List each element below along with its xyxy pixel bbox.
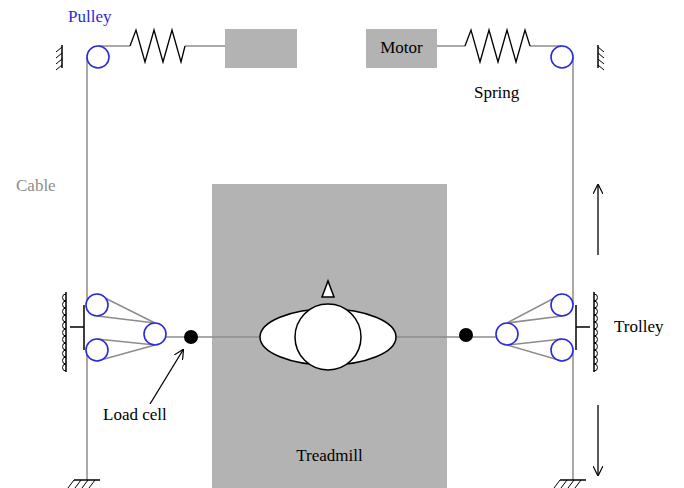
hatch-stroke (56, 65, 62, 70)
rail-hatch (63, 301, 67, 308)
rail-hatch (63, 343, 67, 350)
rail-hatch (63, 364, 67, 371)
part-label: Pulley (68, 8, 111, 27)
rail-hatch (594, 322, 598, 329)
motion-arrow (597, 405, 598, 475)
part-label: Load cell (103, 406, 167, 425)
load-cell-symbol (184, 330, 198, 344)
rail-hatch (594, 301, 598, 308)
hatch-stroke (598, 59, 604, 64)
rail-hatch (63, 294, 67, 301)
ground-hatch (56, 47, 604, 488)
hatch-stroke (598, 53, 604, 58)
hatch-stroke (56, 53, 62, 58)
node-text: Treadmill (296, 447, 362, 466)
rail-hatch (63, 322, 67, 329)
hatch-stroke (82, 480, 88, 488)
trolley-frame (62, 45, 598, 480)
part-label: Cable (16, 177, 56, 196)
hatch-stroke (56, 47, 62, 52)
motion-arrow (597, 185, 598, 255)
hatch-stroke (598, 65, 604, 70)
rail-hatch (594, 294, 598, 301)
rail-hatch (63, 336, 67, 343)
treadmill-area: Treadmill (212, 184, 447, 488)
hatch-stroke (68, 480, 74, 488)
rail-hatch (594, 357, 598, 364)
hatch-stroke (56, 59, 62, 64)
rail-hatch (594, 308, 598, 315)
rail-hatch (594, 350, 598, 357)
rail-hatch (594, 329, 598, 336)
part-label: Spring (474, 84, 519, 103)
cable (87, 46, 573, 480)
rail-hatch (63, 350, 67, 357)
rail-hatch (63, 329, 67, 336)
rail-hatch (594, 336, 598, 343)
rail-hatch (63, 315, 67, 322)
part-label: Trolley (614, 318, 663, 337)
walker-figure (260, 281, 396, 370)
rail-hatch (63, 308, 67, 315)
hatch-stroke (89, 480, 95, 488)
leader-line (150, 350, 183, 404)
hatch-stroke (598, 47, 604, 52)
spring-symbol (130, 30, 185, 62)
hatch-stroke (75, 480, 81, 488)
hatch-stroke (561, 480, 567, 488)
rail-hatch (594, 315, 598, 322)
treadmill-belt (212, 184, 447, 488)
hatch-stroke (554, 480, 560, 488)
motor-box: Motor (366, 29, 437, 68)
rail-hatch (594, 364, 598, 371)
rail-hatch (63, 357, 67, 364)
hatch-stroke (575, 480, 581, 488)
node-text: Motor (380, 39, 423, 58)
hatch-stroke (568, 480, 574, 488)
rail-hatch (594, 343, 598, 350)
anchor-block (225, 29, 297, 68)
load-cell-symbol (459, 328, 473, 342)
spring-symbol (465, 30, 530, 62)
